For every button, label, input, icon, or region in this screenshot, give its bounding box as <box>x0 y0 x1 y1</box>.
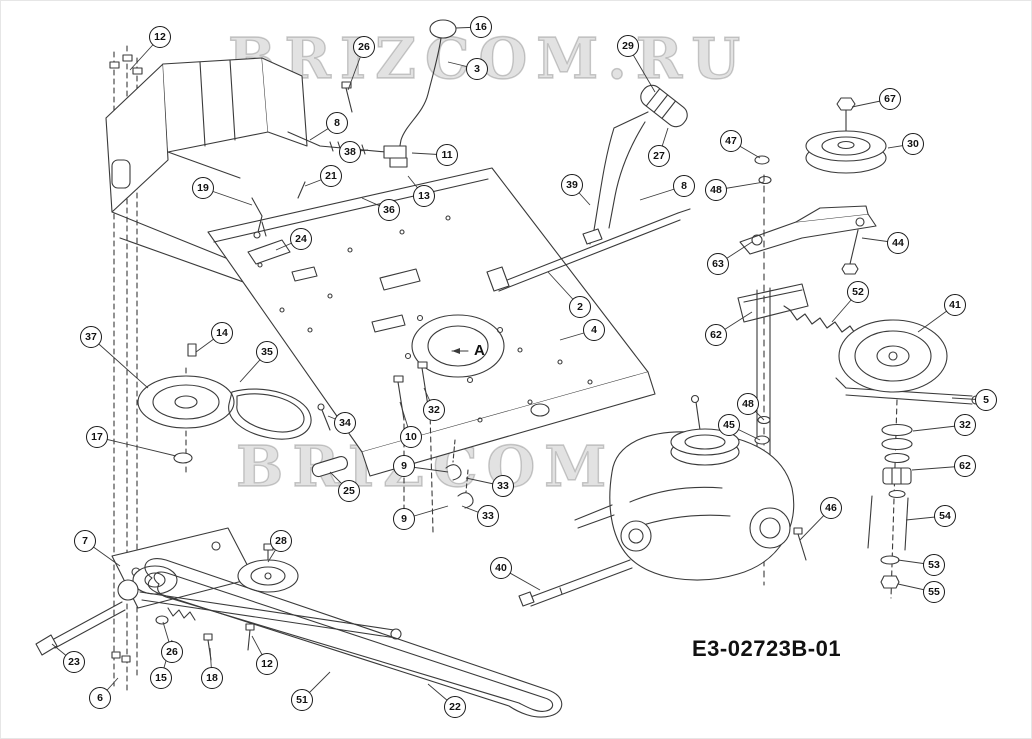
flat-idler-pulley <box>805 97 887 174</box>
callout-62: 62 <box>954 455 976 477</box>
callout-9: 9 <box>393 508 415 530</box>
callout-4: 4 <box>583 319 605 341</box>
callout-25: 25 <box>338 480 360 502</box>
callout-7: 7 <box>74 530 96 552</box>
callout-53: 53 <box>923 554 945 576</box>
variator-pulley <box>838 319 948 393</box>
upper-washers <box>754 155 772 185</box>
section-a-arrow <box>451 348 469 354</box>
callout-21: 21 <box>320 165 342 187</box>
post-washers <box>754 415 771 445</box>
shift-rod <box>389 19 457 168</box>
callout-67: 67 <box>879 88 901 110</box>
callout-22: 22 <box>444 696 466 718</box>
tension-spring <box>783 305 858 337</box>
callout-8: 8 <box>326 112 348 134</box>
upper-drive-belt <box>228 388 312 440</box>
callout-40: 40 <box>490 557 512 579</box>
brake-rod <box>582 111 649 245</box>
callout-24: 24 <box>290 228 312 250</box>
bolt-heads <box>109 54 143 663</box>
variator-bracket <box>737 283 809 323</box>
lift-rod <box>486 208 691 292</box>
callout-48: 48 <box>737 393 759 415</box>
leader-line <box>96 436 177 457</box>
callout-13: 13 <box>413 185 435 207</box>
retainer-clips <box>445 439 474 509</box>
callout-8: 8 <box>673 175 695 197</box>
callout-10: 10 <box>400 426 422 448</box>
callout-32: 32 <box>423 399 445 421</box>
callout-33: 33 <box>477 505 499 527</box>
callout-34: 34 <box>334 412 356 434</box>
shoulder-bolt <box>341 81 353 113</box>
chassis-frame-plate <box>207 167 656 477</box>
callout-39: 39 <box>561 174 583 196</box>
callout-16: 16 <box>470 16 492 38</box>
callout-17: 17 <box>86 426 108 448</box>
callout-51: 51 <box>291 689 313 711</box>
lower-drive-belt <box>144 558 563 718</box>
callout-55: 55 <box>923 581 945 603</box>
callout-28: 28 <box>270 530 292 552</box>
leader-line <box>90 336 149 389</box>
variator-hardware-stack <box>867 399 913 599</box>
callout-19: 19 <box>192 177 214 199</box>
callout-11: 11 <box>436 144 458 166</box>
callout-41: 41 <box>944 294 966 316</box>
callout-15: 15 <box>150 667 172 689</box>
callout-38: 38 <box>339 141 361 163</box>
callout-32: 32 <box>954 414 976 436</box>
callout-29: 29 <box>617 35 639 57</box>
callout-45: 45 <box>718 414 740 436</box>
callout-54: 54 <box>934 505 956 527</box>
callout-26: 26 <box>353 36 375 58</box>
callout-12: 12 <box>256 653 278 675</box>
callout-18: 18 <box>201 667 223 689</box>
callout-63: 63 <box>707 253 729 275</box>
callout-3: 3 <box>466 58 488 80</box>
callout-36: 36 <box>378 199 400 221</box>
callout-9: 9 <box>393 455 415 477</box>
callout-5: 5 <box>975 389 997 411</box>
callout-27: 27 <box>648 145 670 167</box>
callout-35: 35 <box>256 341 278 363</box>
callout-23: 23 <box>63 651 85 673</box>
callout-52: 52 <box>847 281 869 303</box>
idler-arm-bracket <box>739 205 877 275</box>
section-label-A: A <box>474 342 485 359</box>
callout-46: 46 <box>820 497 842 519</box>
engine-pulley <box>137 343 235 473</box>
callout-33: 33 <box>492 475 514 497</box>
callout-6: 6 <box>89 687 111 709</box>
callout-62: 62 <box>705 324 727 346</box>
callout-37: 37 <box>80 326 102 348</box>
speed-control-lever <box>608 84 688 229</box>
part-number: E3-02723B-01 <box>692 636 842 661</box>
pedal-shaft <box>35 601 126 656</box>
hook-rod <box>251 197 263 239</box>
callout-30: 30 <box>902 133 924 155</box>
callout-48: 48 <box>705 179 727 201</box>
callout-12: 12 <box>149 26 171 48</box>
callout-14: 14 <box>211 322 233 344</box>
frame-bracket <box>105 57 309 306</box>
callout-47: 47 <box>720 130 742 152</box>
callout-2: 2 <box>569 296 591 318</box>
callout-44: 44 <box>887 232 909 254</box>
spacer-roller <box>311 455 349 478</box>
pivot-bracket <box>247 181 306 265</box>
callout-26: 26 <box>161 641 183 663</box>
transaxle <box>574 394 795 581</box>
axle-shaft <box>518 559 633 607</box>
mounting-bolt <box>793 527 807 561</box>
